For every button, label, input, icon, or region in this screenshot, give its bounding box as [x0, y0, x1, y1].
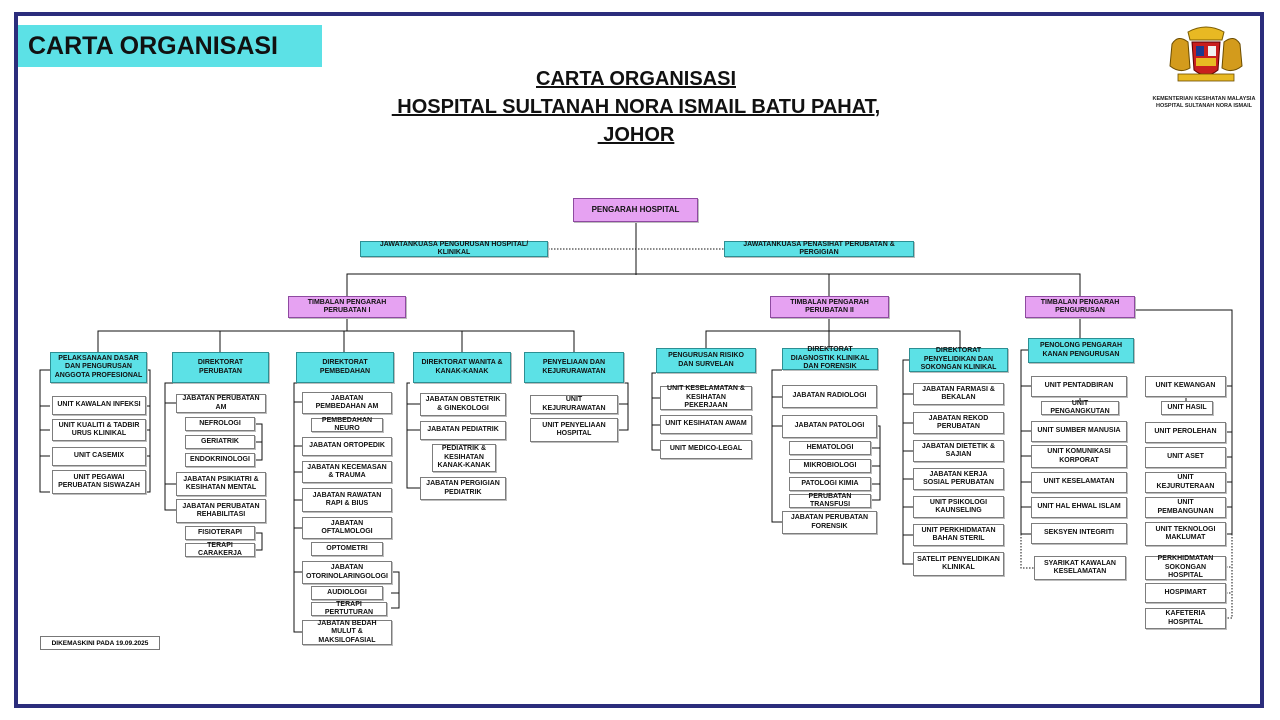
- box-unit-aset: UNIT ASET: [1145, 447, 1226, 468]
- box-unit-psikologi: UNIT PSIKOLOGI KAUNSELING: [913, 496, 1004, 518]
- box-jabatan-pergigian-pediatrik: JABATAN PERGIGIAN PEDIATRIK: [420, 477, 506, 500]
- chart-title-line-3: JOHOR: [597, 124, 675, 146]
- box-unit-pegawai-siswazah: UNIT PEGAWAI PERUBATAN SISWAZAH: [52, 470, 146, 494]
- box-jabatan-pembedahan-am: JABATAN PEMBEDAHAN AM: [302, 392, 392, 414]
- box-audiologi: AUDIOLOGI: [311, 586, 383, 600]
- box-perubatan-transfusi: PERUBATAN TRANSFUSI: [789, 493, 871, 508]
- chart-title-line-2: HOSPITAL SULTANAH NORA ISMAIL BATU PAHAT…: [391, 96, 881, 118]
- box-unit-kualiti: UNIT KUALITI & TADBIR URUS KLINIKAL: [52, 419, 146, 441]
- box-jabatan-bedah-mulut: JABATAN BEDAH MULUT & MAKSILOFASIAL: [302, 620, 392, 645]
- box-unit-sumber-manusia: UNIT SUMBER MANUSIA: [1031, 421, 1127, 442]
- chart-title-line-1: CARTA ORGANISASI: [536, 68, 736, 90]
- box-jabatan-farmasi: JABATAN FARMASI & BEKALAN: [913, 383, 1004, 405]
- box-jabatan-pediatrik: JABATAN PEDIATRIK: [420, 421, 506, 440]
- box-penyeliaan-kejururawatan: PENYELIAAN DAN KEJURURAWATAN: [524, 352, 624, 383]
- box-perkhidmatan-sokongan: PERKHIDMATAN SOKONGAN HOSPITAL: [1145, 555, 1226, 580]
- box-optometri: OPTOMETRI: [311, 542, 383, 556]
- box-kafeteria-hospital: KAFETERIA HOSPITAL: [1145, 608, 1226, 629]
- box-direktorat-wanita: DIREKTORAT WANITA & KANAK-KANAK: [413, 352, 511, 383]
- box-jabatan-forensik: JABATAN PERUBATAN FORENSIK: [782, 511, 877, 534]
- coat-of-arms-icon: [1169, 26, 1243, 82]
- box-timbalan-perubatan-2: TIMBALAN PENGARAH PERUBATAN II: [770, 296, 889, 318]
- box-pediatrik-kesihatan: PEDIATRIK & KESIHATAN KANAK-KANAK: [432, 444, 496, 472]
- box-timbalan-perubatan-1: TIMBALAN PENGARAH PERUBATAN I: [288, 296, 406, 318]
- box-unit-medico-legal: UNIT MEDICO-LEGAL: [660, 440, 752, 459]
- box-terapi-pertuturan: TERAPI PERTUTURAN: [311, 601, 387, 616]
- box-jabatan-rawatan-rapi: JABATAN RAWATAN RAPI & BIUS: [302, 488, 392, 512]
- box-timbalan-pengurusan: TIMBALAN PENGARAH PENGURUSAN: [1025, 296, 1135, 318]
- box-unit-bahan-steril: UNIT PERKHIDMATAN BAHAN STERIL: [913, 524, 1004, 546]
- box-pembedahan-neuro: PEMBEDAHAN NEURO: [311, 417, 383, 432]
- box-pengurusan-risiko: PENGURUSAN RISIKO DAN SURVELAN: [656, 348, 756, 373]
- box-unit-komunikasi: UNIT KOMUNIKASI KORPORAT: [1031, 445, 1127, 468]
- box-unit-kawalan-infeksi: UNIT KAWALAN INFEKSI: [52, 396, 146, 415]
- box-jabatan-oftalmologi: JABATAN OFTALMOLOGI: [302, 517, 392, 539]
- box-jabatan-patologi: JABATAN PATOLOGI: [782, 415, 877, 438]
- box-terapi-carakerja: TERAPI CARAKERJA: [185, 542, 255, 557]
- box-unit-kesihatan-awam: UNIT KESIHATAN AWAM: [660, 415, 752, 434]
- box-geriatrik: GERIATRIK: [185, 435, 255, 449]
- box-hospimart: HOSPIMART: [1145, 583, 1226, 603]
- box-unit-penyeliaan-hospital: UNIT PENYELIAAN HOSPITAL: [530, 418, 618, 442]
- box-hematologi: HEMATOLOGI: [789, 441, 871, 455]
- box-jawatankuasa-penasihat: JAWATANKUASA PENASIHAT PERUBATAN & PERGI…: [724, 241, 914, 257]
- box-jabatan-radiologi: JABATAN RADIOLOGI: [782, 385, 877, 408]
- box-jabatan-rehabilitasi: JABATAN PERUBATAN REHABILITASI: [176, 499, 266, 523]
- box-unit-pengangkutan: UNIT PENGANGKUTAN: [1041, 400, 1119, 415]
- box-unit-pentadbiran: UNIT PENTADBIRAN: [1031, 376, 1127, 397]
- box-unit-pembangunan: UNIT PEMBANGUNAN: [1145, 497, 1226, 518]
- box-mikrobiologi: MIKROBIOLOGI: [789, 459, 871, 473]
- box-unit-hasil: UNIT HASIL: [1161, 401, 1213, 415]
- box-jabatan-obstetrik: JABATAN OBSTETRIK & GINEKOLOGI: [420, 393, 506, 416]
- box-unit-kejuruteraan: UNIT KEJURUTERAAN: [1145, 472, 1226, 493]
- box-unit-keselamatan: UNIT KESELAMATAN: [1031, 472, 1127, 493]
- box-unit-teknologi-maklumat: UNIT TEKNOLOGI MAKLUMAT: [1145, 522, 1226, 546]
- box-jabatan-perubatan-am: JABATAN PERUBATAN AM: [176, 394, 266, 413]
- ministry-caption-line-1: KEMENTERIAN KESIHATAN MALAYSIA: [1152, 96, 1256, 102]
- box-jabatan-ortopedik: JABATAN ORTOPEDIK: [302, 437, 392, 456]
- box-jabatan-orl: JABATAN OTORINOLARINGOLOGI: [302, 561, 392, 584]
- box-jabatan-rekod: JABATAN REKOD PERUBATAN: [913, 412, 1004, 434]
- box-penolong-pengarah: PENOLONG PENGARAH KANAN PENGURUSAN: [1028, 338, 1134, 363]
- box-direktorat-penyelidikan: DIREKTORAT PENYELIDIKAN DAN SOKONGAN KLI…: [909, 347, 1008, 372]
- box-jabatan-kerja-sosial: JABATAN KERJA SOSIAL PERUBATAN: [913, 468, 1004, 490]
- box-jawatankuasa-pengurusan: JAWATANKUASA PENGURUSAN HOSPITAL/ KLINIK…: [360, 241, 548, 257]
- box-direktorat-diagnostik: DIREKTORAT DIAGNOSTIK KLINIKAL DAN FOREN…: [782, 346, 878, 370]
- box-patologi-kimia: PATOLOGI KIMIA: [789, 477, 871, 491]
- box-unit-kejururawatan: UNIT KEJURURAWATAN: [530, 395, 618, 414]
- box-direktorat-pembedahan: DIREKTORAT PEMBEDAHAN: [296, 352, 394, 383]
- box-unit-hal-ehwal-islam: UNIT HAL EHWAL ISLAM: [1031, 497, 1127, 518]
- box-unit-perolehan: UNIT PEROLEHAN: [1145, 422, 1226, 443]
- box-direktorat-perubatan: DIREKTORAT PERUBATAN: [172, 352, 269, 383]
- box-unit-kewangan: UNIT KEWANGAN: [1145, 376, 1226, 397]
- box-pengarah-hospital: PENGARAH HOSPITAL: [573, 198, 698, 222]
- box-unit-casemix: UNIT CASEMIX: [52, 447, 146, 466]
- box-endokrinologi: ENDOKRINOLOGI: [185, 453, 255, 467]
- banner-title: CARTA ORGANISASI: [18, 25, 322, 67]
- box-jabatan-dietetik: JABATAN DIETETIK & SAJIAN: [913, 440, 1004, 462]
- box-fisioterapi: FISIOTERAPI: [185, 526, 255, 540]
- last-updated-note: DIKEMASKINI PADA 19.09.2025: [40, 636, 160, 650]
- box-jabatan-kecemasan: JABATAN KECEMASAN & TRAUMA: [302, 461, 392, 483]
- box-seksyen-integriti: SEKSYEN INTEGRITI: [1031, 523, 1127, 544]
- box-syarikat-kawalan: SYARIKAT KAWALAN KESELAMATAN: [1034, 556, 1126, 580]
- box-jabatan-psikiatri: JABATAN PSIKIATRI & KESIHATAN MENTAL: [176, 472, 266, 496]
- box-satelit-penyelidikan: SATELIT PENYELIDIKAN KLINIKAL: [913, 552, 1004, 576]
- box-pelaksanaan-dasar: PELAKSANAAN DASAR DAN PENGURUSAN ANGGOTA…: [50, 352, 147, 383]
- ministry-caption-line-2: HOSPITAL SULTANAH NORA ISMAIL: [1156, 103, 1252, 109]
- box-nefrologi: NEFROLOGI: [185, 417, 255, 431]
- box-unit-keselamatan-pekerjaan: UNIT KESELAMATAN & KESIHATAN PEKERJAAN: [660, 385, 752, 410]
